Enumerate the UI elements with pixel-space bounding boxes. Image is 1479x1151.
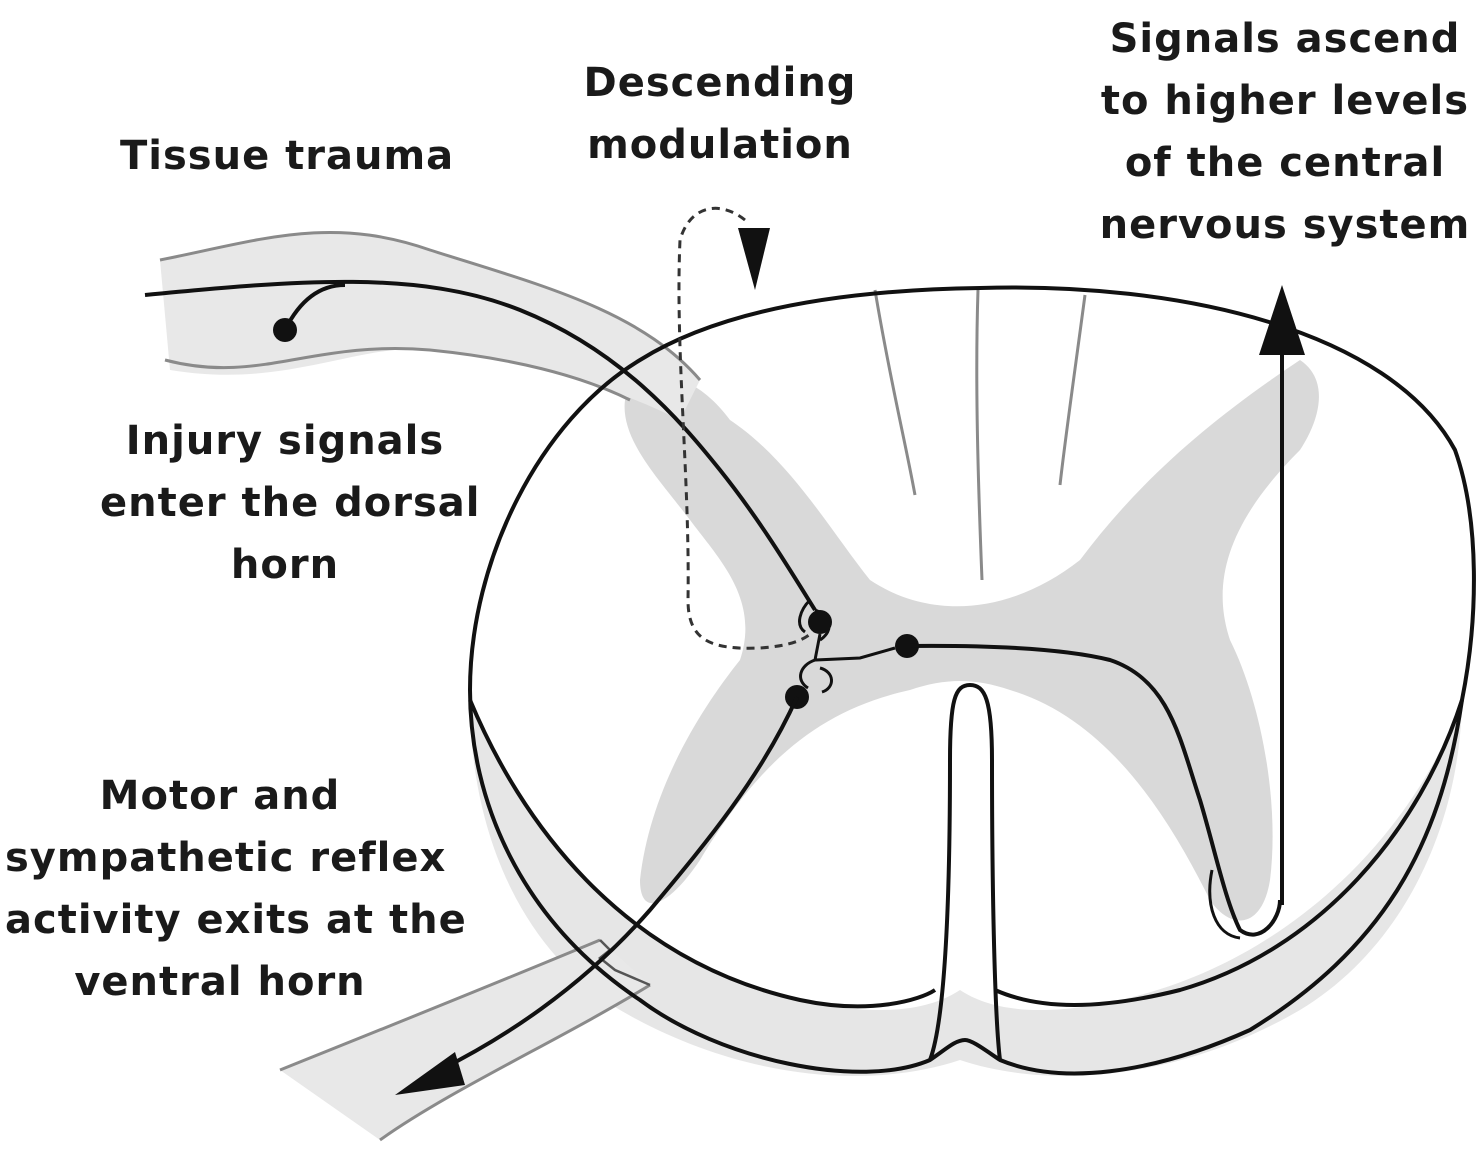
afferent-cell-body [273, 318, 297, 342]
interneuron-upper [808, 610, 832, 634]
label-injury-signals: Injury signals enter the dorsal horn [100, 410, 470, 596]
dorsal-column-line-2 [977, 290, 982, 580]
label-descending-modulation: Descending modulation [570, 52, 870, 176]
descending-arrowhead [738, 228, 770, 290]
label-signals-ascend: Signals ascend to higher levels of the c… [1095, 8, 1475, 256]
ventral-white-matter-band [470, 700, 1462, 1076]
dorsal-column-line-1 [875, 290, 915, 495]
label-tissue-trauma: Tissue trauma [120, 125, 450, 187]
dorsal-column-line-3 [1060, 295, 1085, 485]
gray-matter-butterfly [625, 360, 1319, 920]
label-motor-reflex: Motor and sympathetic reflex activity ex… [5, 765, 435, 1013]
sensory-nerve-shading [160, 232, 700, 420]
